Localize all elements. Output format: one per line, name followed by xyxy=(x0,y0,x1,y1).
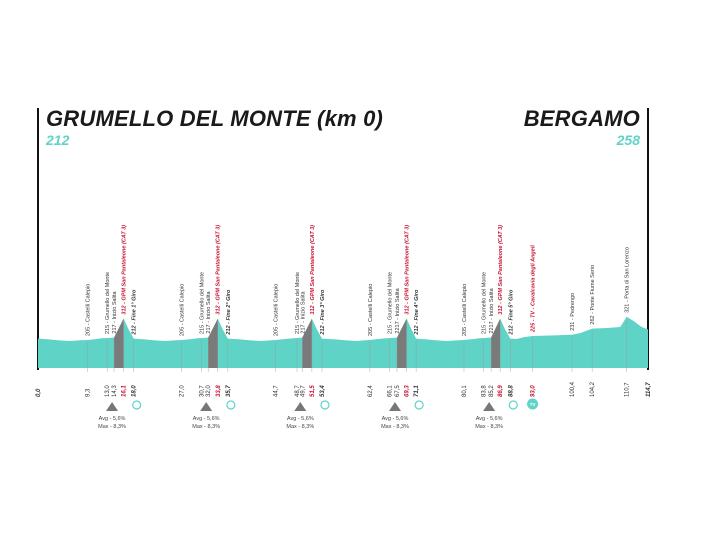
km-label: 85,2 xyxy=(489,385,495,397)
km-label: 62,4 xyxy=(368,385,374,397)
waypoint-label: 215 - Grumello del Monte xyxy=(199,272,205,334)
waypoint-label: 312 - GPM San Pantaleone (CAT 3) xyxy=(310,225,316,315)
km-label: 100,4 xyxy=(570,381,576,397)
waypoint-label: 212 - Fine 1° Giro xyxy=(132,289,138,336)
km-label: 88,8 xyxy=(508,385,514,397)
km-label: 44,7 xyxy=(274,385,280,397)
climb-triangle-icon xyxy=(294,402,307,411)
km-label: 51,5 xyxy=(310,385,316,397)
waypoint-label: 217 - Inizio Salita xyxy=(206,290,212,333)
climb-avg-label: Avg - 5,6% xyxy=(382,416,409,422)
km-label: 71,1 xyxy=(414,385,420,397)
feed-zone-icon xyxy=(226,400,236,410)
feed-zone-icon xyxy=(414,400,424,410)
km-label: 13,0 xyxy=(105,385,111,397)
km-label: 32,0 xyxy=(206,385,212,397)
km-label: 53,4 xyxy=(320,385,326,397)
waypoint-label: 217 - Inizio Salita xyxy=(300,290,306,333)
climb-segment xyxy=(302,318,312,368)
climb-segment xyxy=(114,318,124,368)
waypoint-label: 205 - Castelli Calepio xyxy=(180,284,186,336)
km-label: 30,7 xyxy=(199,385,205,397)
waypoint-label: 212 - Fine 2° Giro xyxy=(226,289,232,336)
climb-segment xyxy=(491,318,501,368)
km-label: 83,8 xyxy=(482,385,488,397)
waypoint-label: 2217 - Inizio Salita xyxy=(395,287,401,333)
start-title: GRUMELLO DEL MONTE (km 0) xyxy=(46,106,384,131)
climb-avg-label: Avg - 5,6% xyxy=(476,416,503,422)
km-label: 66,1 xyxy=(388,385,394,397)
waypoint-label: 205 - Castelli Calepio xyxy=(462,284,468,336)
waypoint-label: 215 - Grumello del Monte xyxy=(105,272,111,334)
km-label: 14,3 xyxy=(112,385,118,397)
climb-avg-label: Avg - 5,6% xyxy=(287,416,314,422)
waypoint-label: 312 - GPM San Pantaleone (CAT 3) xyxy=(405,225,411,315)
km-label: 0,0 xyxy=(36,388,42,397)
waypoint-label: 321 - Porta di San Lorenzo xyxy=(625,247,631,313)
km-label: 18,0 xyxy=(132,385,138,397)
km-label: 35,7 xyxy=(226,385,232,397)
finish-elevation: 258 xyxy=(616,132,640,148)
km-label: 80,1 xyxy=(462,385,468,397)
waypoint-label: 312 - GPM San Pantaleone (CAT 3) xyxy=(122,225,128,315)
waypoint-label: 205 - Castelli Calepio xyxy=(85,284,91,336)
waypoint-label: 262 - Ponte Fiume Serio xyxy=(590,265,596,325)
climb-triangle-icon xyxy=(483,402,496,411)
waypoint-label: 225 - TV - Cavalcavia degli Angeli xyxy=(531,245,537,333)
sprint-icon xyxy=(527,398,539,410)
km-label: 67,5 xyxy=(395,385,401,397)
climb-segment xyxy=(208,318,218,368)
km-label: 104,2 xyxy=(590,381,596,397)
climb-max-label: Max - 8,3% xyxy=(286,424,314,430)
waypoint-label: 217 - Inizio Salita xyxy=(112,290,118,333)
finish-title: BERGAMO xyxy=(523,106,640,131)
waypoint-label: 205 - Castelli Calepio xyxy=(368,284,374,336)
km-label: 9,3 xyxy=(85,388,91,397)
climb-triangle-icon xyxy=(200,402,213,411)
waypoint-label: 312 - GPM San Pantaleone (CAT 3) xyxy=(216,225,222,315)
climb-max-label: Max - 8,3% xyxy=(192,424,220,430)
start-elevation: 212 xyxy=(46,132,70,148)
profile-area xyxy=(38,316,648,368)
km-label: 27,0 xyxy=(180,385,186,397)
climb-triangle-icon xyxy=(388,402,401,411)
sprint-icon-label: TV xyxy=(530,402,536,407)
km-label: 114,7 xyxy=(646,382,652,397)
km-label: 86,9 xyxy=(498,385,504,397)
climb-triangle-icon xyxy=(106,402,119,411)
climb-segment xyxy=(396,318,407,368)
waypoint-label: 215 - Grumello del Monte xyxy=(482,272,488,334)
waypoint-label: 231 - Pedrengo xyxy=(570,293,576,331)
waypoint-label: 215 - Grumello del Monte xyxy=(295,272,301,334)
waypoint-label: 215 - Grumello del Monte xyxy=(388,272,394,334)
feed-zone-icon xyxy=(508,400,518,410)
km-label: 49,7 xyxy=(300,385,306,397)
waypoint-label: 212 - Fine 3° Giro xyxy=(320,289,326,336)
climb-avg-label: Avg - 5,6% xyxy=(99,416,126,422)
km-label: 16,1 xyxy=(122,385,128,397)
feed-zone-icon xyxy=(320,400,330,410)
climb-max-label: Max - 8,3% xyxy=(98,424,126,430)
waypoint-label: 205 - Castelli Calepio xyxy=(274,284,280,336)
climb-avg-label: Avg - 5,6% xyxy=(193,416,220,422)
climb-max-label: Max - 8,3% xyxy=(381,424,409,430)
waypoint-label: 312 - GPM San Pantaleone (CAT 3) xyxy=(498,225,504,315)
waypoint-label: 212 - Fine 4° Giro xyxy=(414,289,420,336)
feed-zone-icon xyxy=(132,400,142,410)
waypoint-label: 2217 - Inizio Salita xyxy=(489,287,495,333)
km-label: 110,7 xyxy=(625,382,631,397)
km-label: 93,0 xyxy=(531,385,537,397)
km-label: 48,7 xyxy=(295,385,301,397)
km-label: 33,8 xyxy=(216,385,222,397)
climb-max-label: Max - 8,3% xyxy=(475,424,503,430)
waypoint-label: 212 - Fine 5° Giro xyxy=(508,289,514,336)
km-label: 69,3 xyxy=(405,385,411,397)
